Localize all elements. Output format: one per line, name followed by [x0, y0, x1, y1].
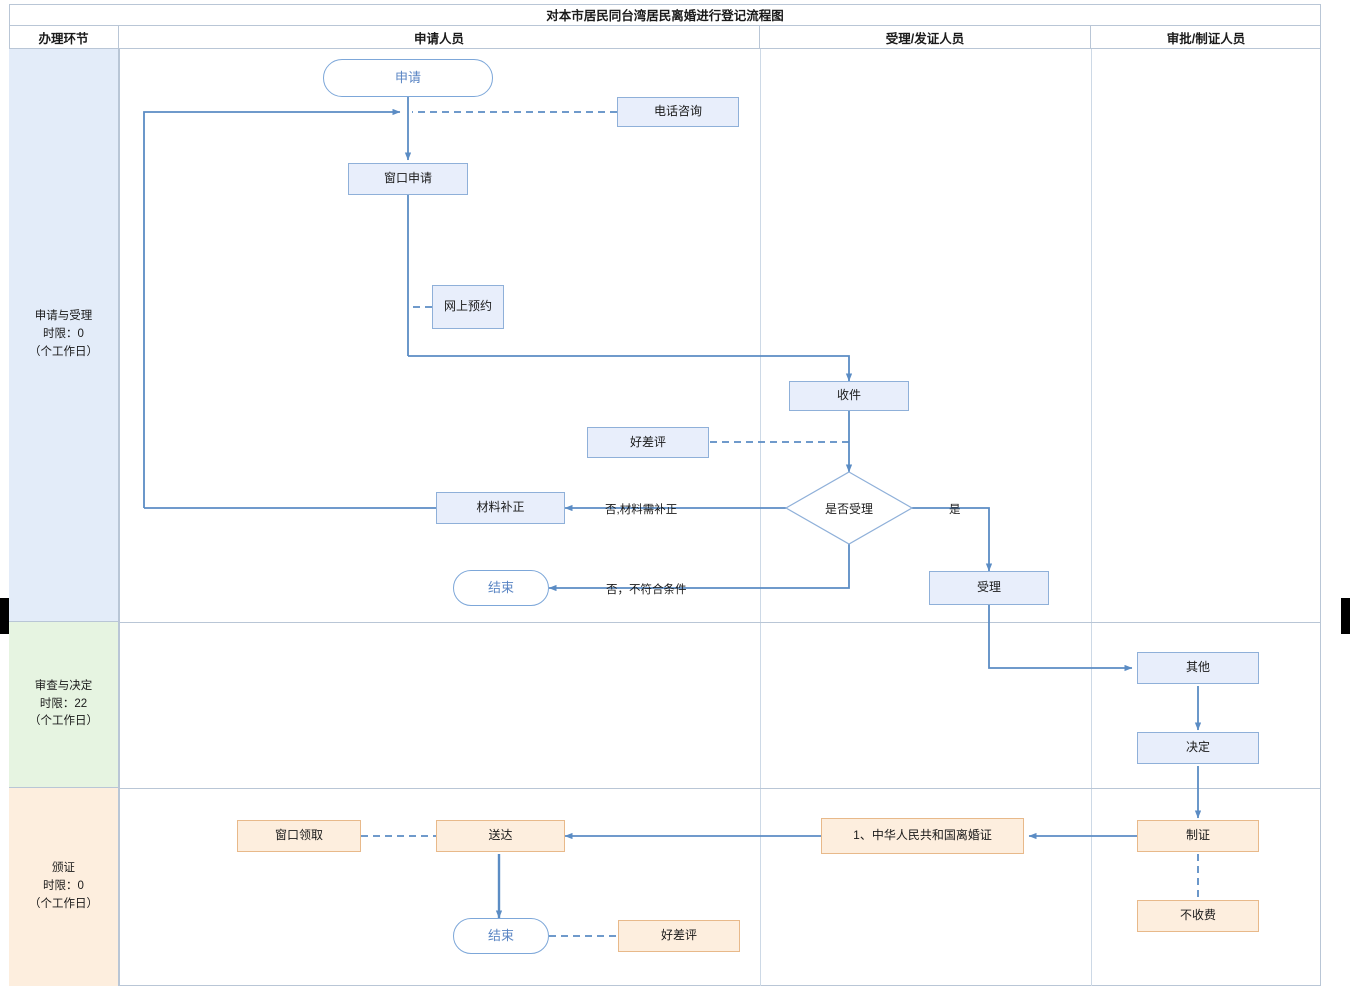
- column-header-stage: 办理环节: [9, 26, 119, 49]
- band-separator-2: [119, 788, 1321, 789]
- lane-separator-3: [1091, 49, 1092, 986]
- node-make-cert[interactable]: 制证: [1137, 820, 1259, 852]
- node-window-apply[interactable]: 窗口申请: [348, 163, 468, 195]
- stage-limit-0: 时限：0: [43, 328, 84, 341]
- stage-name-0: 申请与受理: [34, 310, 93, 323]
- node-no-fee[interactable]: 不收费: [1137, 900, 1259, 932]
- column-header-acceptor: 受理/发证人员: [760, 26, 1091, 49]
- stage-limit-2: 时限：0: [43, 880, 84, 893]
- diagram-frame: [9, 4, 1321, 986]
- node-decide[interactable]: 决定: [1137, 732, 1259, 764]
- stage-limit-1: 时限：22: [39, 697, 88, 710]
- node-window-pickup[interactable]: 窗口领取: [237, 820, 361, 852]
- stage-name-1: 审查与决定: [34, 679, 93, 692]
- node-review-rating-1[interactable]: 好差评: [587, 427, 709, 458]
- node-cert-item[interactable]: 1、中华人民共和国离婚证: [821, 818, 1024, 854]
- left-edge-block: [0, 598, 9, 634]
- node-start[interactable]: 申请: [323, 59, 493, 97]
- node-material-fix[interactable]: 材料补正: [436, 492, 565, 524]
- stage-unit-2: （个工作日）: [29, 897, 98, 910]
- node-end-1[interactable]: 结束: [453, 570, 549, 606]
- edge-label-material-fix: 否,材料需补正: [605, 504, 678, 516]
- node-accept[interactable]: 受理: [929, 571, 1049, 605]
- node-online-booking[interactable]: 网上预约: [432, 285, 504, 329]
- node-phone-consult[interactable]: 电话咨询: [617, 97, 739, 127]
- stage-band-review: 审查与决定 时限：22 （个工作日）: [9, 622, 119, 788]
- edge-label-not-qualified: 否，不符合条件: [606, 584, 687, 596]
- stage-unit-0: （个工作日）: [29, 345, 98, 358]
- column-header-approver: 审批/制证人员: [1091, 26, 1321, 49]
- node-deliver[interactable]: 送达: [436, 820, 565, 852]
- right-edge-block: [1341, 598, 1350, 634]
- node-review-rating-2[interactable]: 好差评: [618, 920, 740, 952]
- stage-band-application: 申请与受理 时限：0 （个工作日）: [9, 49, 119, 622]
- node-decision-accept[interactable]: 是否受理: [824, 501, 873, 516]
- node-other[interactable]: 其他: [1137, 652, 1259, 684]
- stage-name-2: 颁证: [52, 862, 75, 875]
- band-separator-1: [119, 622, 1321, 623]
- node-receive[interactable]: 收件: [789, 381, 909, 411]
- column-header-applicant: 申请人员: [119, 26, 760, 49]
- lane-separator-1: [119, 49, 120, 986]
- stage-band-issuance: 颁证 时限：0 （个工作日）: [9, 788, 119, 986]
- node-end-2[interactable]: 结束: [453, 918, 549, 954]
- lane-separator-2: [760, 49, 761, 986]
- diagram-title: 对本市居民同台湾居民离婚进行登记流程图: [9, 4, 1321, 26]
- edge-label-yes: 是: [949, 504, 961, 516]
- stage-unit-1: （个工作日）: [29, 715, 98, 728]
